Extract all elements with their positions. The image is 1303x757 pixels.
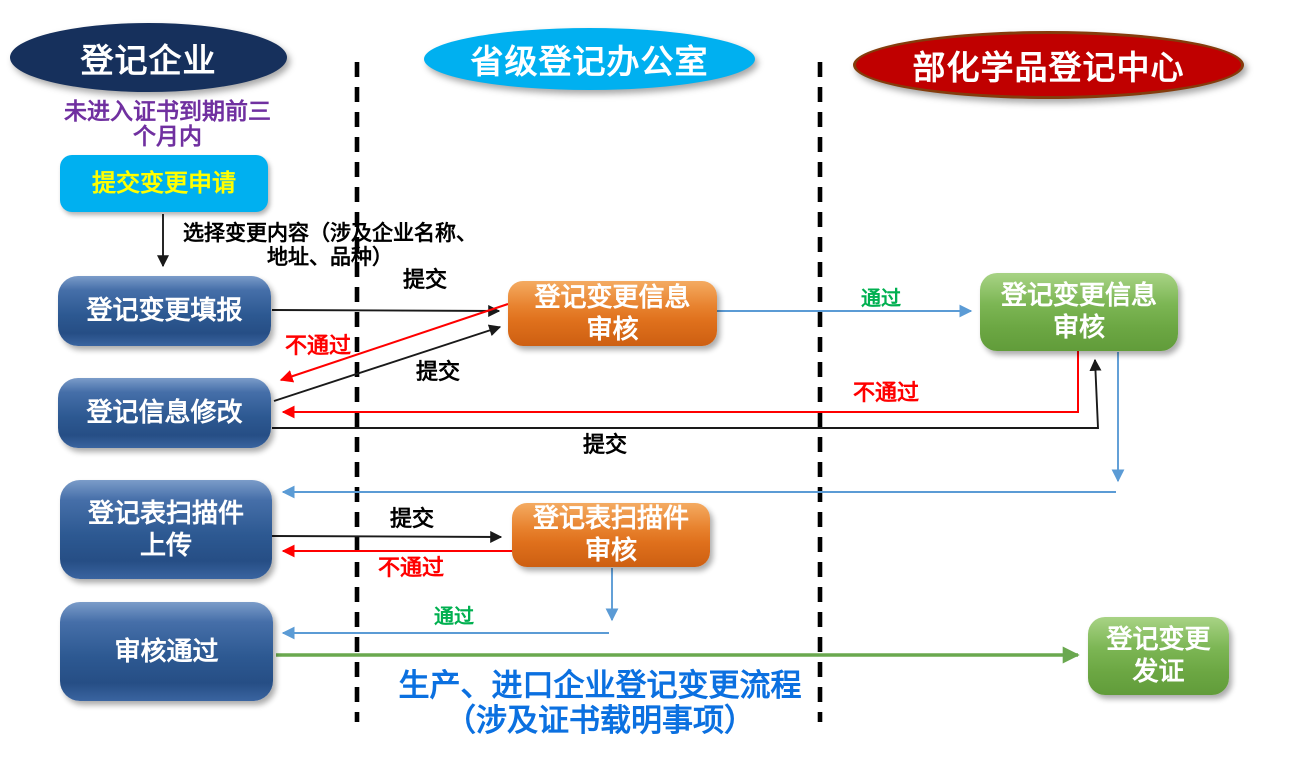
arrow-filling-to-prov-audit bbox=[271, 304, 501, 317]
node-info-modify: 登记信息修改 bbox=[58, 378, 271, 448]
arrow-ministry-fail-to-modify bbox=[281, 351, 1079, 419]
arrow-modify-to-ministry bbox=[272, 358, 1102, 429]
edge-label-select-content: 选择变更内容（涉及企业名称、 地址、品种） bbox=[183, 222, 477, 269]
edge-label-submit-2: 提交 bbox=[415, 359, 461, 384]
node-scan-upload: 登记表扫描件 上传 bbox=[60, 480, 272, 579]
lane-title-ministry-center: 部化学品登记中心 bbox=[912, 49, 1185, 86]
precondition-note: 未进入证书到期前三 个月内 bbox=[64, 98, 271, 150]
node-ministry-info-audit: 登记变更信息 审核 bbox=[980, 273, 1178, 351]
lane-title-provincial-office: 省级登记办公室 bbox=[470, 43, 709, 80]
node-change-filling: 登记变更填报 bbox=[58, 276, 271, 346]
edge-label-submit-4: 提交 bbox=[389, 506, 435, 531]
node-provincial-scan-audit: 登记表扫描件 审核 bbox=[512, 503, 710, 567]
lane-ellipse-ministry-center: 部化学品登记中心 bbox=[853, 31, 1244, 99]
caption-title: 生产、进口企业登记变更流程 （涉及证书载明事项） bbox=[398, 668, 802, 739]
edge-label-pass-2: 通过 bbox=[434, 606, 474, 628]
edge-label-submit-1: 提交 bbox=[402, 267, 448, 292]
node-audit-passed: 审核通过 bbox=[60, 602, 273, 701]
edge-label-submit-3: 提交 bbox=[582, 432, 628, 457]
lane-ellipse-provincial-office: 省级登记办公室 bbox=[424, 28, 755, 90]
arrow-modify-to-prov-audit bbox=[273, 324, 502, 402]
edge-label-fail-3: 不通过 bbox=[377, 555, 445, 580]
edge-label-fail-2: 不通过 bbox=[852, 380, 920, 405]
arrow-scan-upload-to-scan-audit bbox=[271, 530, 503, 543]
lane-ellipse-enterprise: 登记企业 bbox=[10, 23, 287, 92]
arrow-prov-audit-fail-to-modify bbox=[279, 303, 509, 383]
lane-title-enterprise: 登记企业 bbox=[80, 41, 217, 79]
edge-label-pass-1: 通过 bbox=[861, 288, 901, 310]
node-provincial-info-audit: 登记变更信息 审核 bbox=[508, 281, 717, 346]
node-submit-change-request: 提交变更申请 bbox=[60, 155, 268, 212]
edge-label-fail-1: 不通过 bbox=[284, 333, 352, 358]
node-issue-certificate: 登记变更 发证 bbox=[1088, 617, 1229, 695]
